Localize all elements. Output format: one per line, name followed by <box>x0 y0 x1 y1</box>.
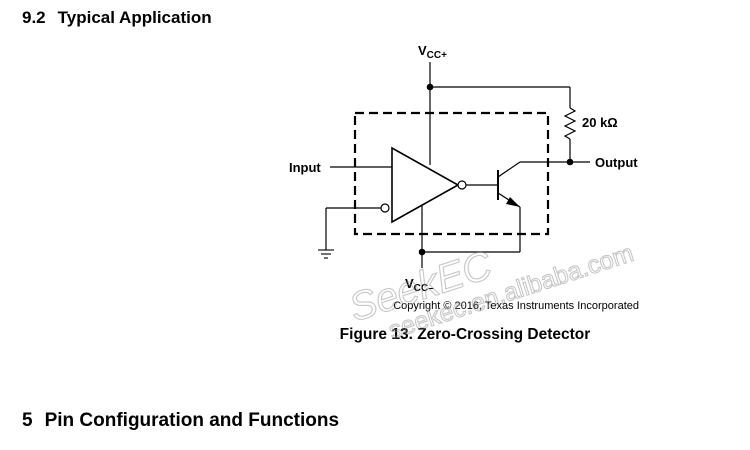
section-number: 5 <box>22 410 33 431</box>
copyright-notice: Copyright © 2016, Texas Instruments Inco… <box>393 300 639 312</box>
section-title: Pin Configuration and Functions <box>44 410 340 431</box>
transistor-collector <box>497 161 521 178</box>
section-heading-9-2: 9.2 Typical Application <box>22 8 212 28</box>
junction-dot <box>418 248 426 256</box>
section-title: Typical Application <box>57 8 212 27</box>
resistor-symbol <box>563 107 577 140</box>
comparator-triangle <box>391 146 460 224</box>
section-heading-5: 5 Pin Configuration and Functions <box>22 410 339 432</box>
vcc-plus-label: VCC+ <box>418 43 447 61</box>
comparator-output-bubble <box>457 180 467 190</box>
output-label: Output <box>595 155 638 170</box>
input-label: Input <box>289 160 321 175</box>
figure-caption: Figure 13. Zero-Crossing Detector <box>340 326 591 343</box>
junction-dot <box>566 158 574 166</box>
resistor-label: 20 kΩ <box>582 115 618 130</box>
device-package-boundary <box>353 111 550 236</box>
section-number: 9.2 <box>22 8 46 27</box>
vcc-minus-label: VCC– <box>405 276 434 294</box>
inverting-input-bubble <box>380 203 390 213</box>
ground-icon <box>318 249 334 259</box>
junction-dot <box>426 83 434 91</box>
emitter-arrow-icon <box>506 197 520 207</box>
